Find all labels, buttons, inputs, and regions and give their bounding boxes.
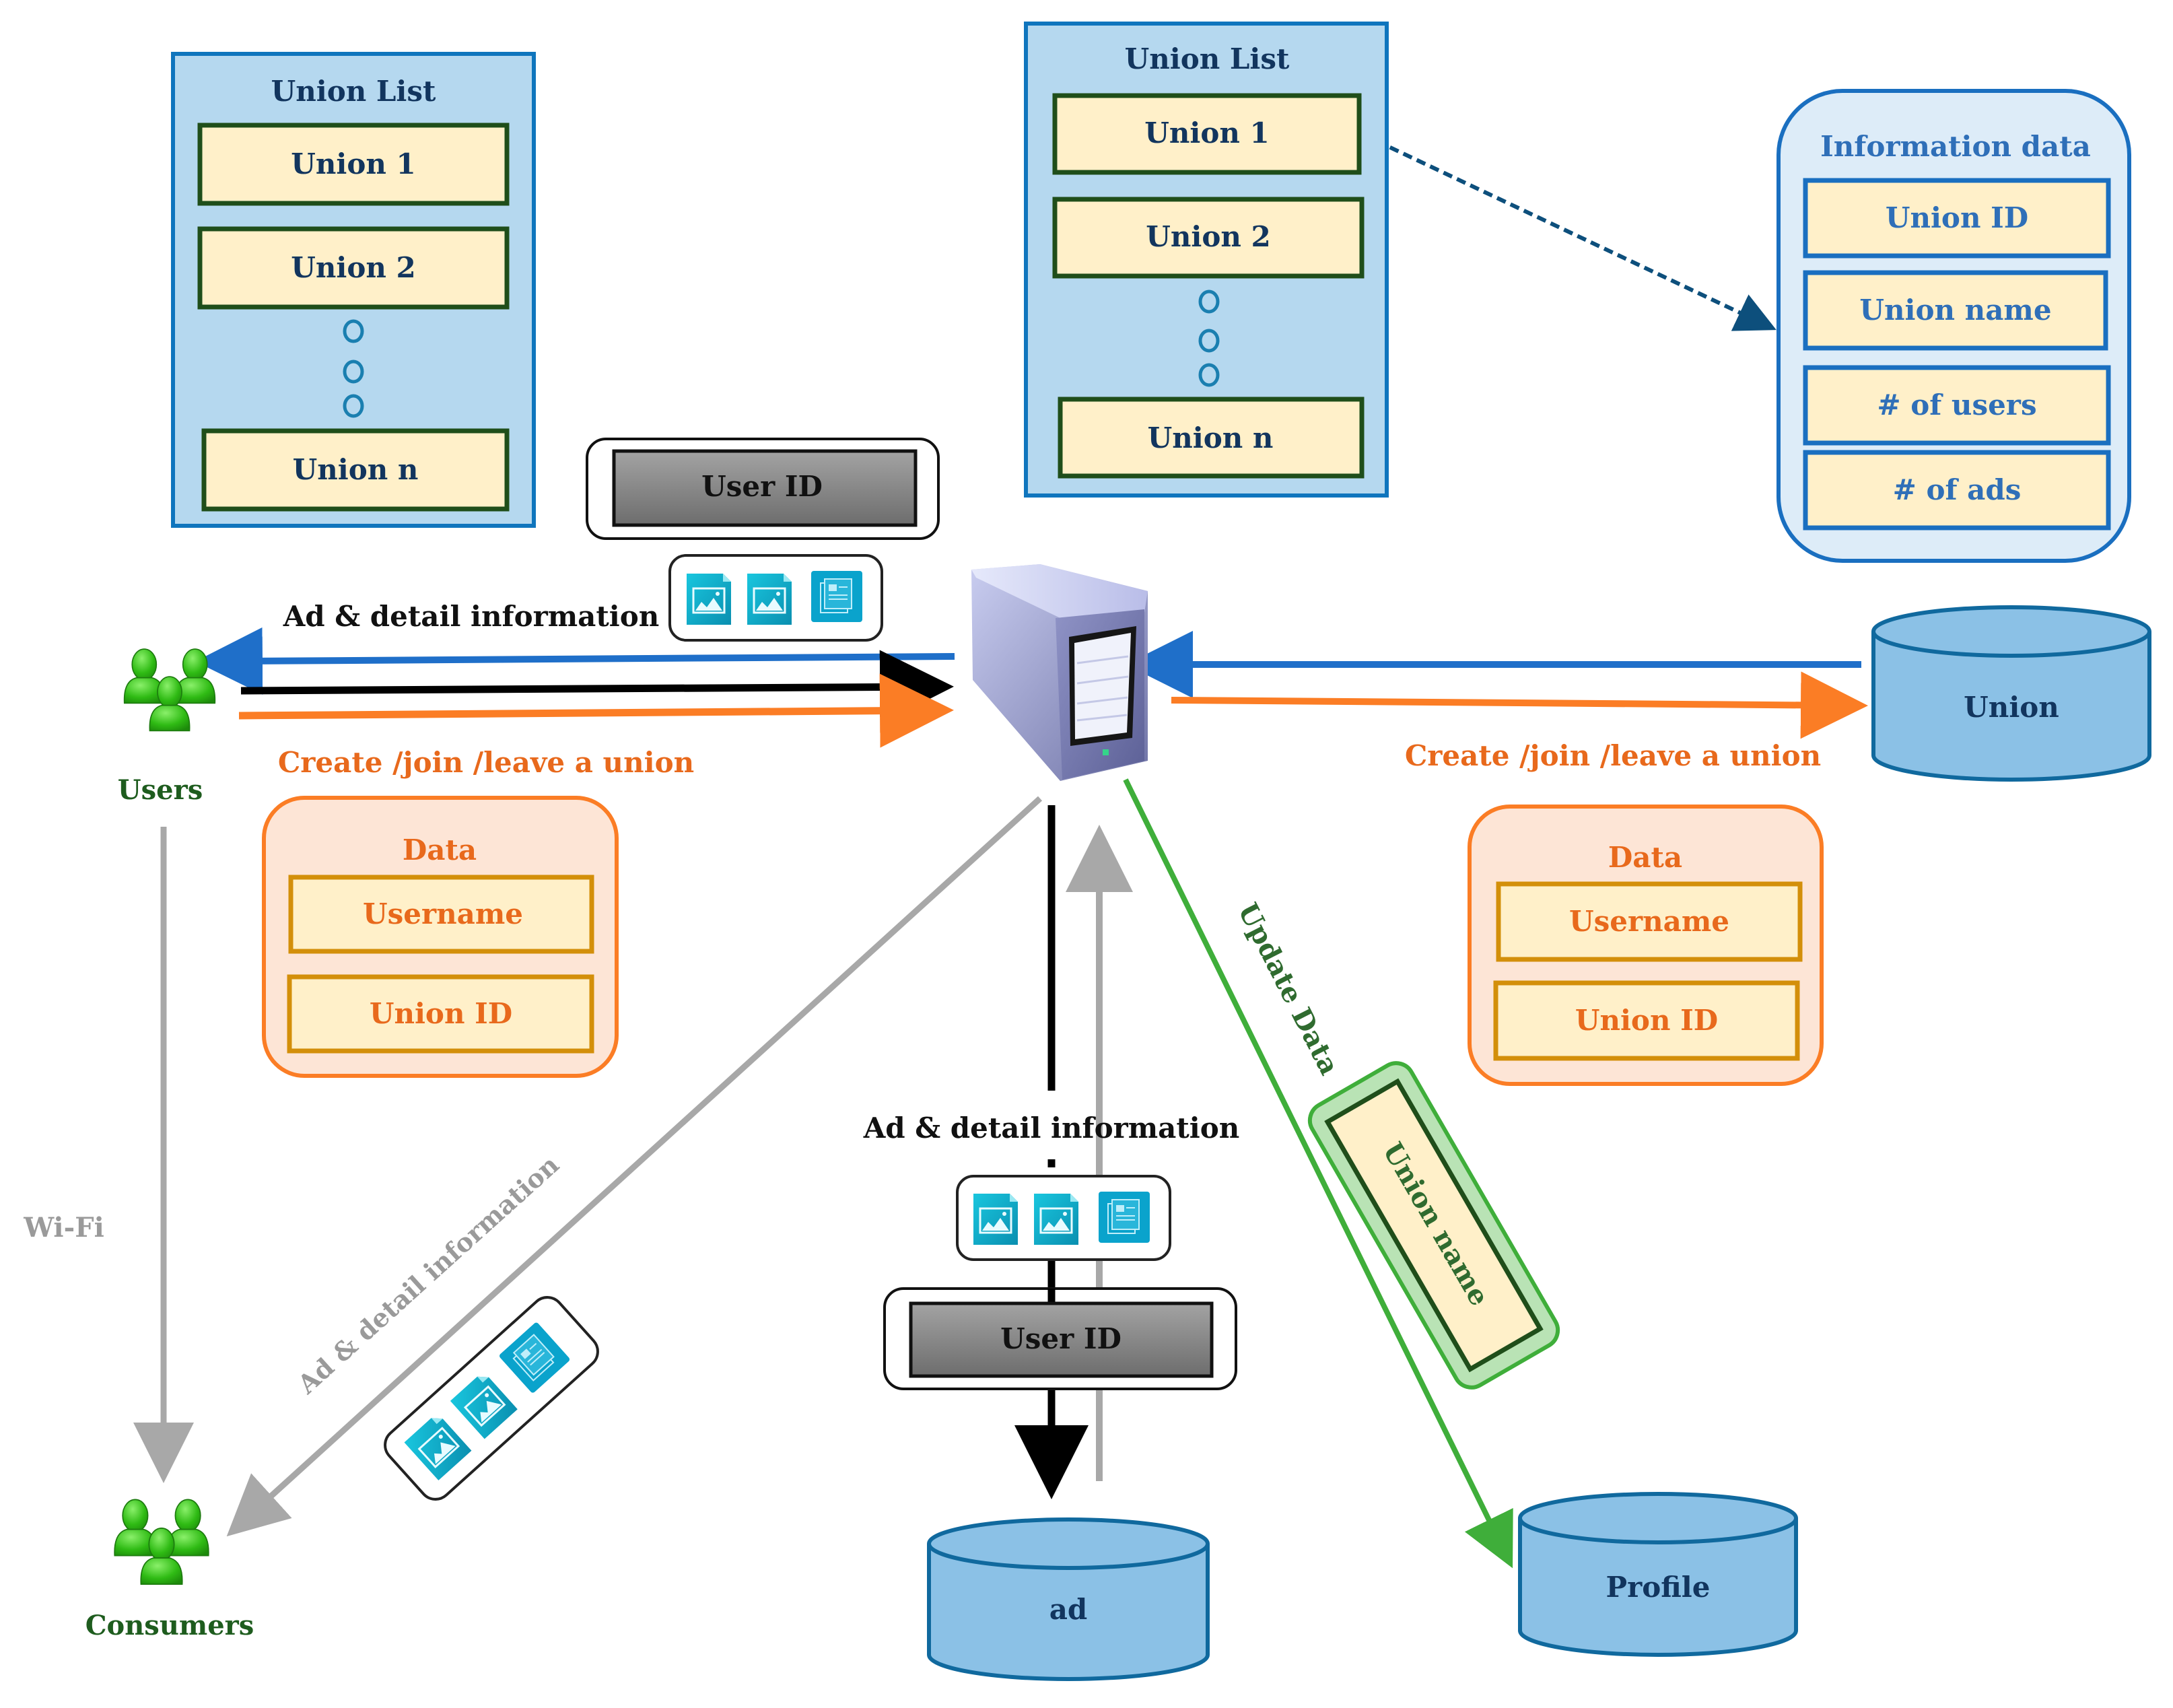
union-name-tag: Union name — [1307, 1061, 1560, 1390]
svg-text:Username: Username — [1569, 905, 1729, 938]
svg-text:# of ads: # of ads — [1893, 473, 2022, 506]
database-union-label: Union — [1964, 691, 2059, 724]
data-right-title: Data — [1608, 841, 1682, 874]
data-field: Username — [1496, 881, 1803, 962]
users-group-icon[interactable] — [125, 649, 215, 730]
svg-text:Union ID: Union ID — [1575, 1004, 1718, 1037]
svg-text:# of users: # of users — [1877, 388, 2036, 421]
arrow-users-to-server-orange — [238, 673, 954, 748]
ad-icons-bottom — [956, 1175, 1171, 1261]
svg-text:Union 2: Union 2 — [291, 251, 416, 284]
user-id-top-label: User ID — [701, 470, 823, 503]
svg-text:Union ID: Union ID — [370, 997, 512, 1030]
union-list-left-item[interactable]: Union 1 — [197, 123, 510, 206]
image-file-icon — [746, 572, 793, 626]
arrow-users-to-server-black — [240, 650, 954, 724]
user-id-bottom-label: User ID — [1000, 1322, 1122, 1355]
svg-text:Username: Username — [363, 897, 523, 930]
information-data-panel: Information data Union ID Union name # o… — [1777, 89, 2131, 563]
image-file-icon — [1033, 1192, 1080, 1246]
data-left-title: Data — [403, 833, 477, 866]
union-list-left-item[interactable]: Union 2 — [197, 226, 510, 310]
database-union[interactable]: Union — [1871, 605, 2151, 782]
svg-text:Union 1: Union 1 — [291, 147, 416, 180]
union-list-left: Union List Union 1 Union 2 Union n — [171, 52, 536, 528]
information-field: Union name — [1803, 270, 2108, 351]
data-field: Union ID — [1493, 980, 1800, 1061]
information-field: # of ads — [1803, 450, 2111, 531]
ellipsis-dots — [1198, 289, 1220, 387]
svg-text:Union n: Union n — [1148, 421, 1274, 454]
union-list-right-item[interactable]: Union n — [1058, 397, 1365, 479]
wifi-label: Wi-Fi — [23, 1212, 104, 1243]
ad-icons-diagonal — [384, 1296, 599, 1501]
svg-text:Union name: Union name — [1859, 294, 2051, 327]
database-ad-label: ad — [1049, 1593, 1088, 1626]
union-list-right-item[interactable]: Union 1 — [1052, 93, 1362, 175]
data-panel-left: Data Username Union ID — [262, 796, 619, 1078]
update-data-label: Update Data — [1232, 898, 1346, 1080]
data-field: Union ID — [287, 974, 594, 1054]
create-join-leave-label-left: Create /join /leave a union — [278, 746, 694, 779]
ad-icons-top — [668, 554, 883, 642]
arrow-server-to-profile-green — [1123, 778, 1513, 1569]
information-field: Union ID — [1803, 178, 2111, 259]
image-file-icon — [685, 572, 732, 626]
svg-text:Union ID: Union ID — [1886, 201, 2028, 234]
arrow-server-to-union-orange — [1171, 671, 1868, 739]
union-list-left-title: Union List — [271, 75, 436, 108]
union-list-right: Union List Union 1 Union 2 Union n — [1024, 22, 1389, 498]
user-id-bottom-packet: User ID — [883, 1287, 1237, 1390]
users-label: Users — [118, 774, 203, 806]
arrow-server-to-users-blue — [195, 627, 955, 695]
ellipsis-dots — [343, 319, 364, 418]
data-field: Username — [288, 875, 594, 954]
user-id-top-packet: User ID — [586, 438, 940, 540]
server-icon[interactable] — [971, 564, 1148, 781]
information-data-title: Information data — [1820, 130, 2091, 163]
consumers-label: Consumers — [85, 1610, 254, 1641]
image-file-icon — [972, 1192, 1019, 1246]
svg-text:Union 1: Union 1 — [1144, 116, 1270, 149]
consumers-group-icon[interactable] — [114, 1499, 209, 1584]
database-profile-label: Profile — [1606, 1571, 1711, 1604]
union-list-right-item[interactable]: Union 2 — [1052, 197, 1365, 279]
database-ad[interactable]: ad — [927, 1517, 1210, 1681]
union-list-right-title: Union List — [1125, 42, 1290, 75]
document-stack-icon — [1098, 1191, 1150, 1243]
svg-text:Union 2: Union 2 — [1146, 220, 1271, 253]
data-panel-right: Data Username Union ID — [1468, 805, 1824, 1086]
arrow-union1-to-info-dashed — [1362, 133, 1777, 331]
ad-detail-label-top: Ad & detail information — [283, 600, 660, 633]
database-profile[interactable]: Profile — [1518, 1492, 1798, 1657]
svg-text:Union n: Union n — [293, 453, 419, 486]
information-field: # of users — [1803, 365, 2111, 446]
create-join-leave-label-right: Create /join /leave a union — [1405, 739, 1821, 772]
arrow-server-to-consumers-grey — [226, 796, 1043, 1537]
document-stack-icon — [810, 570, 863, 623]
ad-detail-label-bottom: Ad & detail information — [863, 1112, 1240, 1145]
union-list-left-item[interactable]: Union n — [201, 428, 510, 512]
